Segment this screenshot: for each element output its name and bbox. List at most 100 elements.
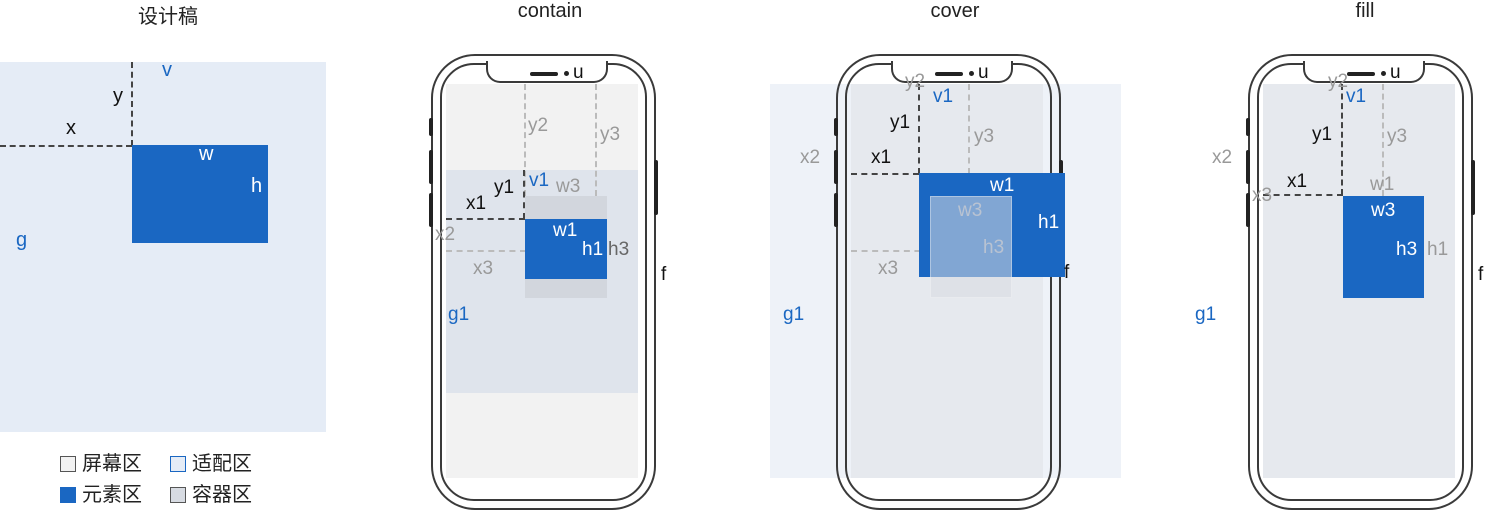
cover-label-h1: h1	[1038, 212, 1060, 233]
contain-label-y3: y3	[600, 124, 621, 145]
legend-element-label: 元素区	[82, 484, 142, 506]
cover-side-button	[834, 150, 838, 184]
fill-label-x1: x1	[1287, 171, 1308, 192]
legend-fit-label: 适配区	[192, 453, 252, 475]
title-fill: fill	[1355, 0, 1375, 22]
contain-label-v1: v1	[529, 170, 550, 191]
title-cover: cover	[930, 0, 980, 22]
cover-side-button	[834, 118, 838, 136]
fill-label-w1: w1	[1370, 174, 1395, 195]
fill-label-x2: x2	[1212, 147, 1233, 168]
cover-label-w1: w1	[990, 175, 1015, 196]
cover-label-h3: h3	[983, 237, 1005, 258]
cover-label-g1: g1	[783, 304, 805, 325]
contain-label-h1: h1	[582, 239, 604, 260]
legend-screen-label: 屏幕区	[82, 453, 142, 475]
contain-label-y1: y1	[494, 177, 515, 198]
cover-phone	[836, 54, 1061, 510]
design-canvas	[0, 62, 326, 432]
cover-label-u: u	[978, 62, 989, 83]
fill-speaker	[1347, 72, 1375, 76]
cover-label-x1: x1	[871, 147, 892, 168]
fill-y3-guide	[1382, 84, 1384, 196]
design-x-guide	[0, 145, 132, 147]
cover-x1-guide	[851, 173, 919, 175]
fill-side-button	[1246, 118, 1250, 136]
contain-camera	[564, 71, 569, 76]
contain-side-button	[429, 150, 433, 184]
fill-label-g1: g1	[1195, 304, 1217, 325]
fill-side-button	[1471, 160, 1475, 215]
cover-label-x2: x2	[800, 147, 821, 168]
fill-label-w3: w3	[1371, 200, 1396, 221]
cover-label-v1: v1	[933, 86, 954, 107]
cover-label-y3: y3	[974, 126, 995, 147]
contain-y1-guide	[523, 170, 525, 219]
contain-label-y2: y2	[528, 115, 549, 136]
contain-label-u: u	[573, 62, 584, 83]
cover-y3-guide	[968, 84, 970, 174]
contain-side-button	[429, 193, 433, 227]
legend-element-swatch	[60, 487, 76, 503]
contain-label-x2: x2	[435, 224, 456, 245]
cover-label-f: f	[1064, 262, 1070, 283]
cover-y1-guide	[918, 84, 920, 174]
legend-fit-swatch	[170, 456, 186, 472]
legend-screen-swatch	[60, 456, 76, 472]
fill-label-f: f	[1478, 264, 1484, 285]
contain-label-f: f	[661, 264, 667, 285]
design-label-w: w	[199, 143, 214, 165]
fill-label-v1: v1	[1346, 86, 1367, 107]
legend-fit: 适配区	[170, 447, 252, 476]
contain-label-w3: w3	[556, 176, 581, 197]
contain-element	[525, 219, 607, 279]
fill-label-h1: h1	[1427, 239, 1449, 260]
contain-x3-guide	[446, 250, 526, 252]
contain-y3-guide	[595, 84, 597, 196]
title-contain: contain	[517, 0, 583, 22]
contain-speaker	[530, 72, 558, 76]
legend-element: 元素区	[60, 478, 142, 507]
fill-label-x3: x3	[1252, 185, 1273, 206]
design-element	[132, 145, 268, 243]
fill-element	[1343, 196, 1424, 298]
cover-label-y2: y2	[905, 71, 926, 92]
cover-label-w3: w3	[958, 200, 983, 221]
fill-label-y1: y1	[1312, 124, 1333, 145]
cover-label-y1: y1	[890, 112, 911, 133]
cover-x3-guide	[851, 250, 931, 252]
fill-label-u: u	[1390, 62, 1401, 83]
fill-camera	[1381, 71, 1386, 76]
legend-container-label: 容器区	[192, 484, 252, 506]
fill-y1-guide	[1341, 84, 1343, 195]
fill-label-y2: y2	[1328, 71, 1349, 92]
contain-x1-guide	[446, 218, 525, 220]
design-label-x: x	[66, 117, 76, 139]
fill-label-h3: h3	[1396, 239, 1418, 260]
design-y-guide	[131, 62, 133, 146]
fill-side-button	[1246, 150, 1250, 184]
title-design: 设计稿	[138, 6, 198, 28]
design-label-g: g	[16, 229, 28, 251]
contain-label-h3: h3	[608, 239, 630, 260]
cover-container	[930, 196, 1012, 298]
fill-side-button	[1246, 193, 1250, 227]
legend-container-swatch	[170, 487, 186, 503]
fill-label-y3: y3	[1387, 126, 1408, 147]
legend-screen: 屏幕区	[60, 447, 142, 476]
contain-label-g1: g1	[448, 304, 470, 325]
legend-container: 容器区	[170, 478, 252, 507]
cover-speaker	[935, 72, 963, 76]
contain-side-button	[429, 118, 433, 136]
fill-x1-guide	[1263, 194, 1343, 196]
contain-label-x1: x1	[466, 193, 487, 214]
contain-side-button	[654, 160, 658, 215]
contain-label-w1: w1	[553, 220, 578, 241]
design-label-h: h	[251, 175, 263, 197]
cover-camera	[969, 71, 974, 76]
cover-label-x3: x3	[878, 258, 899, 279]
contain-y2-guide	[524, 84, 526, 196]
cover-side-button	[834, 193, 838, 227]
design-label-v: v	[162, 59, 172, 81]
design-label-y: y	[113, 85, 123, 107]
